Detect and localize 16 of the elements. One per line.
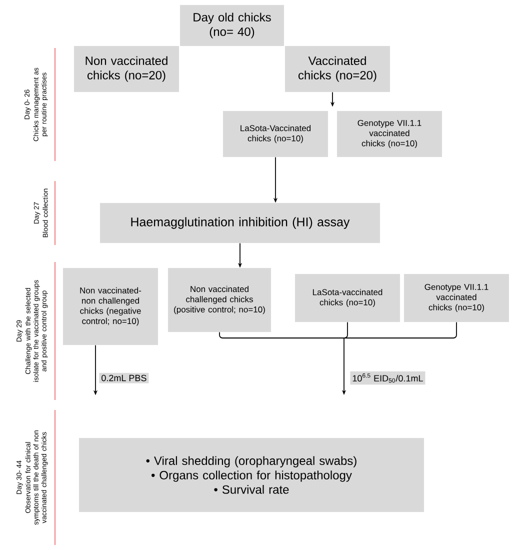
process-box: Genotype VII.1.1 vaccinated chicks (no=10) [404,274,509,322]
process-box: Non vaccinated chicks (no=20) [74,46,179,92]
process-box: Day old chicks (no= 40) [180,5,284,46]
process-box: Haemagglutination inhibition (HI) assay [100,203,380,243]
process-box: Non vaccinated-non challenged chicks (negative control; no=10) [63,268,158,345]
edge-label: 0.2mL PBS [99,372,149,384]
brace-branch [344,322,457,338]
edge-label: 10$^{6.5}$ EID$_{50}$/0.1mL [350,371,426,385]
process-box: Vaccinated chicks (no=20) [285,46,390,92]
brace-branch [219,332,344,338]
process-box: • Viral shedding (oropharyngeal swabs) • Organs collection for histopathology • Survival rate [79,438,424,512]
brace-branch [344,322,348,338]
process-box: LaSota-Vaccinated chicks (no=10) [223,111,328,157]
process-box: Genotype VII.1.1 vaccinated chicks (no=10) [337,111,442,157]
process-box: LaSota-vaccinated chicks (no=10) [295,274,400,322]
process-box: Non vaccinated challenged chicks (positive control; no=10) [168,268,271,332]
